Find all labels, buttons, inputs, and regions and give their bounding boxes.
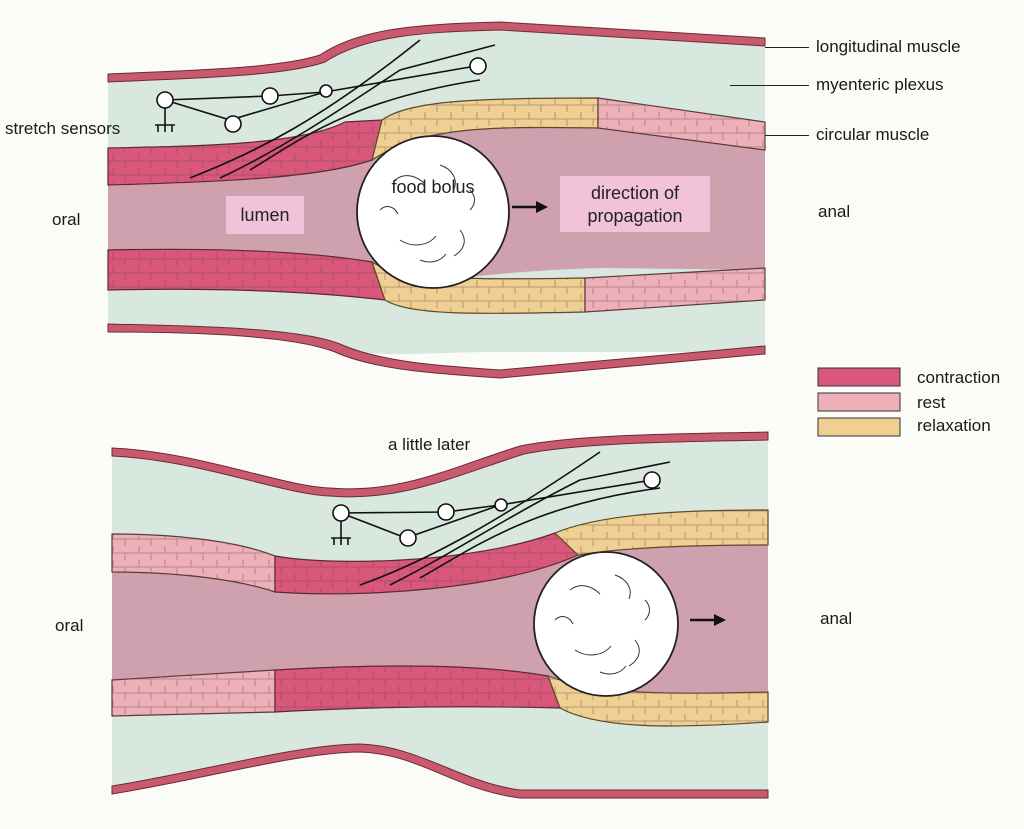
direction-label-box (560, 176, 710, 232)
leader-myenteric-plexus (730, 85, 809, 86)
label-direction-line2: propagation (587, 206, 683, 226)
legend-label-contraction: contraction (917, 368, 1001, 387)
bottom-myenteric-plexus (331, 451, 671, 586)
legend-label-relaxation: relaxation (917, 416, 991, 435)
bottom-longitudinal-muscle-upper (111, 431, 769, 498)
label-a-little-later: a little later (388, 435, 471, 454)
label-oral-bottom: oral (55, 616, 84, 635)
label-anal-bottom: anal (820, 609, 853, 628)
lumen-label-box (226, 196, 304, 234)
legend-label-rest: rest (917, 393, 946, 412)
legend-swatch-contraction (817, 367, 901, 387)
label-longitudinal-muscle: longitudinal muscle (816, 37, 961, 56)
top-longitudinal-muscle-upper (107, 21, 766, 83)
label-direction-line1: direction of (590, 183, 680, 203)
top-gut-section (107, 21, 766, 379)
label-oral-top: oral (52, 210, 81, 229)
label-lumen: lumen (240, 205, 290, 225)
bottom-gut-section (111, 431, 769, 799)
leader-circular-muscle (765, 135, 809, 136)
legend-swatch-relaxation (817, 417, 901, 437)
label-anal-top: anal (818, 202, 851, 221)
leader-longitudinal-muscle (765, 47, 809, 48)
legend-swatches (817, 367, 901, 437)
label-stretch-sensors: stretch sensors (5, 119, 121, 138)
top-myenteric-plexus (155, 39, 496, 179)
label-food-bolus: food bolus (391, 177, 475, 197)
legend-swatch-rest (817, 392, 901, 412)
top-longitudinal-muscle-lower (107, 323, 766, 379)
label-circular-muscle: circular muscle (816, 125, 930, 144)
top-food-bolus (356, 135, 510, 289)
label-myenteric-plexus: myenteric plexus (816, 75, 944, 94)
bottom-longitudinal-muscle-lower (111, 743, 769, 799)
bottom-food-bolus (533, 551, 679, 697)
